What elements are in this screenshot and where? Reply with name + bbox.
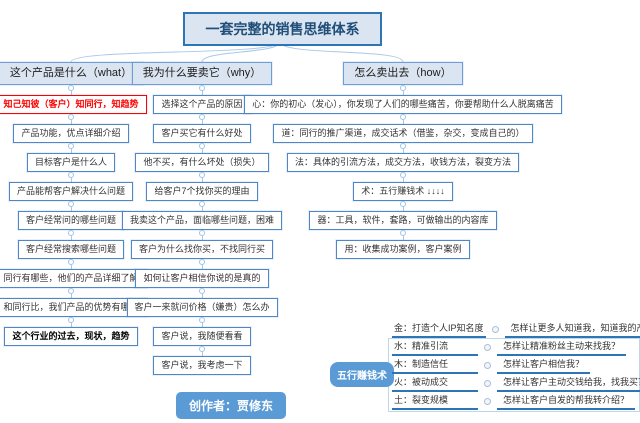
mindmap-node[interactable]: 如何让客户相信你说的是真的 (135, 269, 269, 288)
element-label: 水：精准引流 (392, 341, 478, 356)
node-qi[interactable]: 器：工具，软件，套路，可做输出的内容库 (309, 211, 497, 230)
node-shu[interactable]: 术：五行赚钱术 ↓↓↓↓ (353, 182, 453, 201)
connector-line (68, 230, 74, 240)
collapse-icon[interactable] (484, 344, 491, 351)
node-dao[interactable]: 道：同行的推广渠道，成交话术（借鉴，杂交，变成自己的） (273, 124, 533, 143)
table-row[interactable]: 土：裂变规模 怎样让客户自发的帮我转介绍？ (392, 392, 640, 410)
connector-line (68, 172, 74, 182)
element-question: 怎样让客户主动交钱给我，找我买？ (497, 377, 640, 392)
connector-line (400, 114, 406, 124)
connector-line (199, 114, 205, 124)
creator-badge[interactable]: 创作者：贾修东 (176, 392, 287, 419)
mindmap-node[interactable]: 产品功能，优点详细介绍 (13, 124, 129, 143)
connector-line (199, 172, 205, 182)
element-question: 怎样让客户自发的帮我转介绍？ (497, 395, 636, 410)
connector-line (400, 143, 406, 153)
mindmap-node[interactable]: 产品能帮客户解决什么问题 (8, 182, 133, 201)
node-header-why[interactable]: 我为什么要卖它（why） (131, 62, 273, 85)
element-label: 金：打造个人IP知名度 (392, 323, 486, 338)
connector-line (400, 172, 406, 182)
collapse-icon[interactable] (484, 398, 491, 405)
mindmap-node[interactable]: 同行有哪些，他们的产品详细了解 (0, 269, 147, 288)
connector-line (400, 85, 406, 95)
mindmap-node[interactable]: 客户说，我随便看看 (153, 327, 251, 346)
connector-line (199, 85, 205, 95)
table-row[interactable]: 水：精准引流 怎样让精准粉丝主动来找我？ (392, 338, 640, 356)
table-row[interactable]: 木：制造信任 怎样让客户相信我？ (392, 356, 640, 374)
column-what: 这个产品是什么（what） 知己知彼（客户）知同行，知趋势 产品功能，优点详细介… (0, 62, 147, 346)
connector-line (400, 201, 406, 211)
column-why: 我为什么要卖它（why） 选择这个产品的原因 客户买它有什么好处 他不买，有什么… (122, 62, 283, 375)
connector-line (68, 114, 74, 124)
connector-line (199, 346, 205, 356)
mindmap-node[interactable]: 我卖这个产品，面临哪些问题，困难 (122, 211, 283, 230)
connector-line (68, 259, 74, 269)
connector-line (199, 288, 205, 298)
table-row[interactable]: 金：打造个人IP知名度 怎样让更多人知道我，知道我的产品？ (392, 320, 640, 338)
node-header-how[interactable]: 怎么卖出去（how） (343, 62, 463, 85)
mindmap-node[interactable]: 客户经常问的哪些问题 (17, 211, 124, 230)
mindmap-node[interactable]: 客户买它有什么好处 (153, 124, 251, 143)
connector-line (68, 85, 74, 95)
connector-line (199, 259, 205, 269)
element-question: 怎样让更多人知道我，知道我的产品？ (504, 323, 640, 338)
node-wuxing-method[interactable]: 五行赚钱术 (330, 362, 394, 387)
connector-line (400, 230, 406, 240)
mindmap-node[interactable]: 客户为什么找你买，不找同行买 (131, 240, 274, 259)
element-label: 木：制造信任 (392, 359, 478, 374)
mindmap-node[interactable]: 客户说，我考虑一下 (153, 356, 251, 375)
element-question: 怎样让精准粉丝主动来找我？ (497, 341, 627, 356)
connector-line (199, 230, 205, 240)
mindmap-node[interactable]: 选择这个产品的原因 (153, 95, 251, 114)
element-question: 怎样让客户相信我？ (497, 359, 591, 374)
connector-line (199, 201, 205, 211)
mindmap-node[interactable]: 客户经常搜索哪些问题 (17, 240, 124, 259)
connector-line (199, 143, 205, 153)
node-industry-bold[interactable]: 这个行业的过去，现状，趋势 (4, 327, 138, 346)
mindmap-node[interactable]: 客户一来就问价格（嫌贵）怎么办 (126, 298, 278, 317)
mindmap-node[interactable]: 目标客户是什么人 (26, 153, 115, 172)
column-how: 怎么卖出去（how） 心：你的初心（发心），你发现了人们的哪些痛苦，你要帮助什么… (244, 62, 562, 259)
mindmap-node[interactable]: 和同行比，我们产品的优势有哪些 (0, 298, 147, 317)
collapse-icon[interactable] (484, 362, 491, 369)
connector-line (68, 288, 74, 298)
element-label: 火：被动成交 (392, 377, 478, 392)
connector-line (68, 143, 74, 153)
five-elements-table: 金：打造个人IP知名度 怎样让更多人知道我，知道我的产品？ 水：精准引流 怎样让… (392, 320, 640, 410)
collapse-icon[interactable] (491, 326, 499, 333)
node-highlight-red[interactable]: 知己知彼（客户）知同行，知趋势 (0, 95, 147, 114)
node-yong[interactable]: 用：收集成功案例，客户案例 (336, 240, 470, 259)
connector-line (68, 201, 74, 211)
mindmap-node[interactable]: 他不买，有什么坏处（损失） (135, 153, 269, 172)
element-label: 土：裂变规模 (392, 395, 478, 410)
connector-line (199, 317, 205, 327)
collapse-icon[interactable] (484, 380, 491, 387)
node-header-what[interactable]: 这个产品是什么（what） (0, 62, 144, 85)
connector-line (68, 317, 74, 327)
root-node-title[interactable]: 一套完整的销售思维体系 (183, 12, 382, 46)
node-fa[interactable]: 法：具体的引流方法，成交方法，收钱方法，裂变方法 (286, 153, 519, 172)
node-xin[interactable]: 心：你的初心（发心），你发现了人们的哪些痛苦，你要帮助什么人脱离痛苦 (244, 95, 562, 114)
mindmap-node[interactable]: 给客户7个找你买的理由 (146, 182, 258, 201)
table-row[interactable]: 火：被动成交 怎样让客户主动交钱给我，找我买？ (392, 374, 640, 392)
